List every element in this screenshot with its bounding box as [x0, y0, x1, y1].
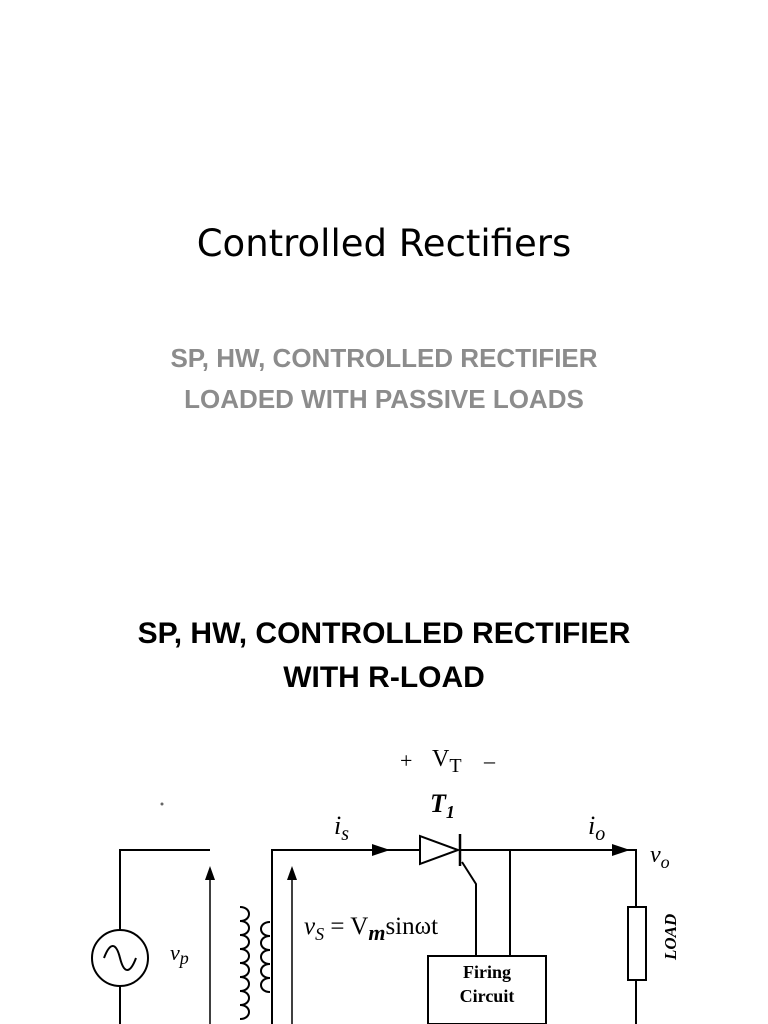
vs-eq: = V — [324, 913, 368, 940]
vp-label: v — [170, 940, 180, 965]
vt-plus: + — [400, 748, 412, 773]
svg-text:+: + — [400, 748, 412, 773]
io-sub: o — [595, 823, 605, 845]
is-arrow-icon — [372, 844, 390, 856]
svg-text:io: io — [588, 811, 605, 845]
title-slide: Controlled Rectifiers SP, HW, CONTROLLED… — [0, 222, 768, 420]
output-wire — [460, 849, 637, 907]
svg-text:is: is — [334, 811, 349, 845]
svg-text:vo: vo — [650, 842, 670, 872]
vs-lhs-sub: S — [315, 924, 324, 944]
heading-line-1: SP, HW, CONTROLLED RECTIFIER — [137, 617, 631, 650]
vt-label: V — [432, 746, 450, 772]
content-slide: SP, HW, CONTROLLED RECTIFIER WITH R-LOAD — [0, 512, 768, 1024]
heading-line-2: WITH R-LOAD — [283, 661, 485, 694]
svg-text:–: – — [483, 748, 496, 773]
firing-line-2: Circuit — [460, 986, 515, 1006]
io-label: i — [588, 811, 595, 840]
vp-arrow-icon — [205, 866, 215, 1024]
svg-text:vS = Vmsinωt: vS = Vmsinωt — [304, 913, 438, 945]
vo-label: v — [650, 842, 661, 868]
ac-source-icon — [91, 929, 149, 987]
vt-sub: T — [449, 755, 461, 777]
is-label: i — [334, 811, 341, 840]
rectifier-circuit-diagram: + VT – is T1 io vo vp vS = Vmsinωt Firin… — [91, 746, 680, 1024]
svg-text:vp: vp — [170, 940, 189, 968]
t1-label: T — [430, 789, 447, 818]
svg-text:VT: VT — [432, 746, 462, 777]
firing-circuit-box — [427, 955, 547, 1024]
vt-minus: – — [483, 748, 496, 773]
vp-sub: p — [178, 948, 189, 968]
t1-sub: 1 — [446, 802, 455, 822]
subtitle-line-1: SP, HW, CONTROLLED RECTIFIER — [170, 343, 598, 373]
svg-text:Circuit: Circuit — [460, 986, 515, 1006]
svg-text:T1: T1 — [430, 789, 455, 822]
slide-heading: SP, HW, CONTROLLED RECTIFIER WITH R-LOAD — [0, 612, 768, 700]
circuit-wires — [119, 849, 637, 1024]
slide-subtitle: SP, HW, CONTROLLED RECTIFIER LOADED WITH… — [0, 338, 768, 420]
stray-dot — [160, 802, 164, 806]
svg-text:LOAD: LOAD — [661, 914, 680, 961]
is-sub: s — [341, 823, 349, 845]
secondary-wire — [271, 849, 420, 1024]
load-label: LOAD — [661, 914, 680, 961]
subtitle-line-2: LOADED WITH PASSIVE LOADS — [184, 384, 584, 414]
transformer-icon — [239, 906, 271, 1020]
circuit-labels: + VT – is T1 io vo vp vS = Vmsinωt Firin… — [170, 746, 680, 1006]
firing-line-1: Firing — [463, 962, 511, 982]
load-resistor-icon — [627, 906, 647, 981]
slide-title: Controlled Rectifiers — [196, 222, 572, 265]
vs-lhs: v — [304, 913, 316, 940]
vs-arrow-icon — [287, 866, 297, 1024]
thyristor-icon — [419, 834, 462, 866]
vs-m: m — [368, 920, 385, 945]
io-arrow-icon — [612, 844, 630, 856]
svg-text:Firing: Firing — [463, 962, 511, 982]
vs-rhs: sinωt — [385, 913, 438, 940]
vo-sub: o — [661, 852, 670, 872]
